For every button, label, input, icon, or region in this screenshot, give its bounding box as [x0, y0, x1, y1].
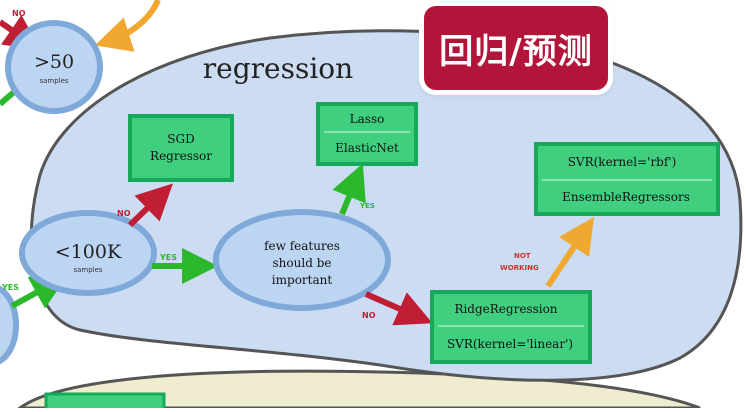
edge-label-yes-few: YES	[159, 253, 177, 262]
arrow-ridge-to-svr-rbf	[545, 217, 594, 288]
arrow-few-to-lasso	[332, 163, 366, 216]
edge-label-working: WORKING	[500, 264, 539, 272]
arrow-left-to-100k	[10, 275, 68, 309]
estimator-ensemble: EnsembleRegressors	[562, 190, 690, 204]
node-samples-100k: <100K samples	[19, 210, 157, 296]
edge-label-yes-left: YES	[1, 283, 19, 292]
edge-label-no-sgd: NO	[117, 209, 131, 218]
node-samples-50: >50 samples	[5, 20, 103, 114]
svg-text:should be: should be	[273, 256, 332, 270]
estimator-group-lasso: Lasso ElasticNet	[316, 102, 418, 166]
edge-label-no-top: NO	[12, 9, 26, 18]
edge-label-yes-lasso: YES	[359, 202, 375, 210]
category-badge: 回归/预测	[424, 6, 608, 90]
svg-text:samples: samples	[73, 266, 102, 274]
estimator-ridge: RidgeRegression	[454, 302, 557, 316]
node-partial-left	[0, 285, 19, 365]
estimator-svr-linear: SVR(kernel='linear')	[447, 337, 573, 351]
arrow-top-orange	[94, 0, 161, 52]
svg-text:Regressor: Regressor	[150, 149, 212, 163]
arrow-left-green	[0, 89, 16, 107]
edge-label-no-ridge: NO	[362, 311, 376, 320]
region-title: regression	[203, 52, 353, 85]
arrow-100k-to-sgd	[127, 183, 173, 228]
estimator-elasticnet: ElasticNet	[335, 141, 399, 155]
estimator-group-svr-rbf: SVR(kernel='rbf') EnsembleRegressors	[534, 142, 720, 216]
edge-label-not: NOT	[514, 252, 531, 260]
arrow-few-to-ridge	[364, 291, 433, 326]
svg-text:SGD: SGD	[167, 132, 194, 146]
estimator-svr-rbf: SVR(kernel='rbf')	[568, 155, 677, 169]
svg-text:<100K: <100K	[55, 241, 122, 263]
node-few-features: few features should be important	[213, 209, 391, 311]
svg-text:samples: samples	[39, 77, 68, 85]
svg-text:few features: few features	[264, 239, 340, 253]
svg-text:>50: >50	[34, 51, 74, 73]
estimator-sgd-regressor: SGD Regressor	[128, 114, 234, 182]
estimator-group-ridge: RidgeRegression SVR(kernel='linear')	[430, 290, 592, 364]
bottom-estimator-partial	[44, 392, 166, 412]
svg-text:important: important	[272, 273, 333, 287]
estimator-lasso: Lasso	[350, 112, 385, 126]
